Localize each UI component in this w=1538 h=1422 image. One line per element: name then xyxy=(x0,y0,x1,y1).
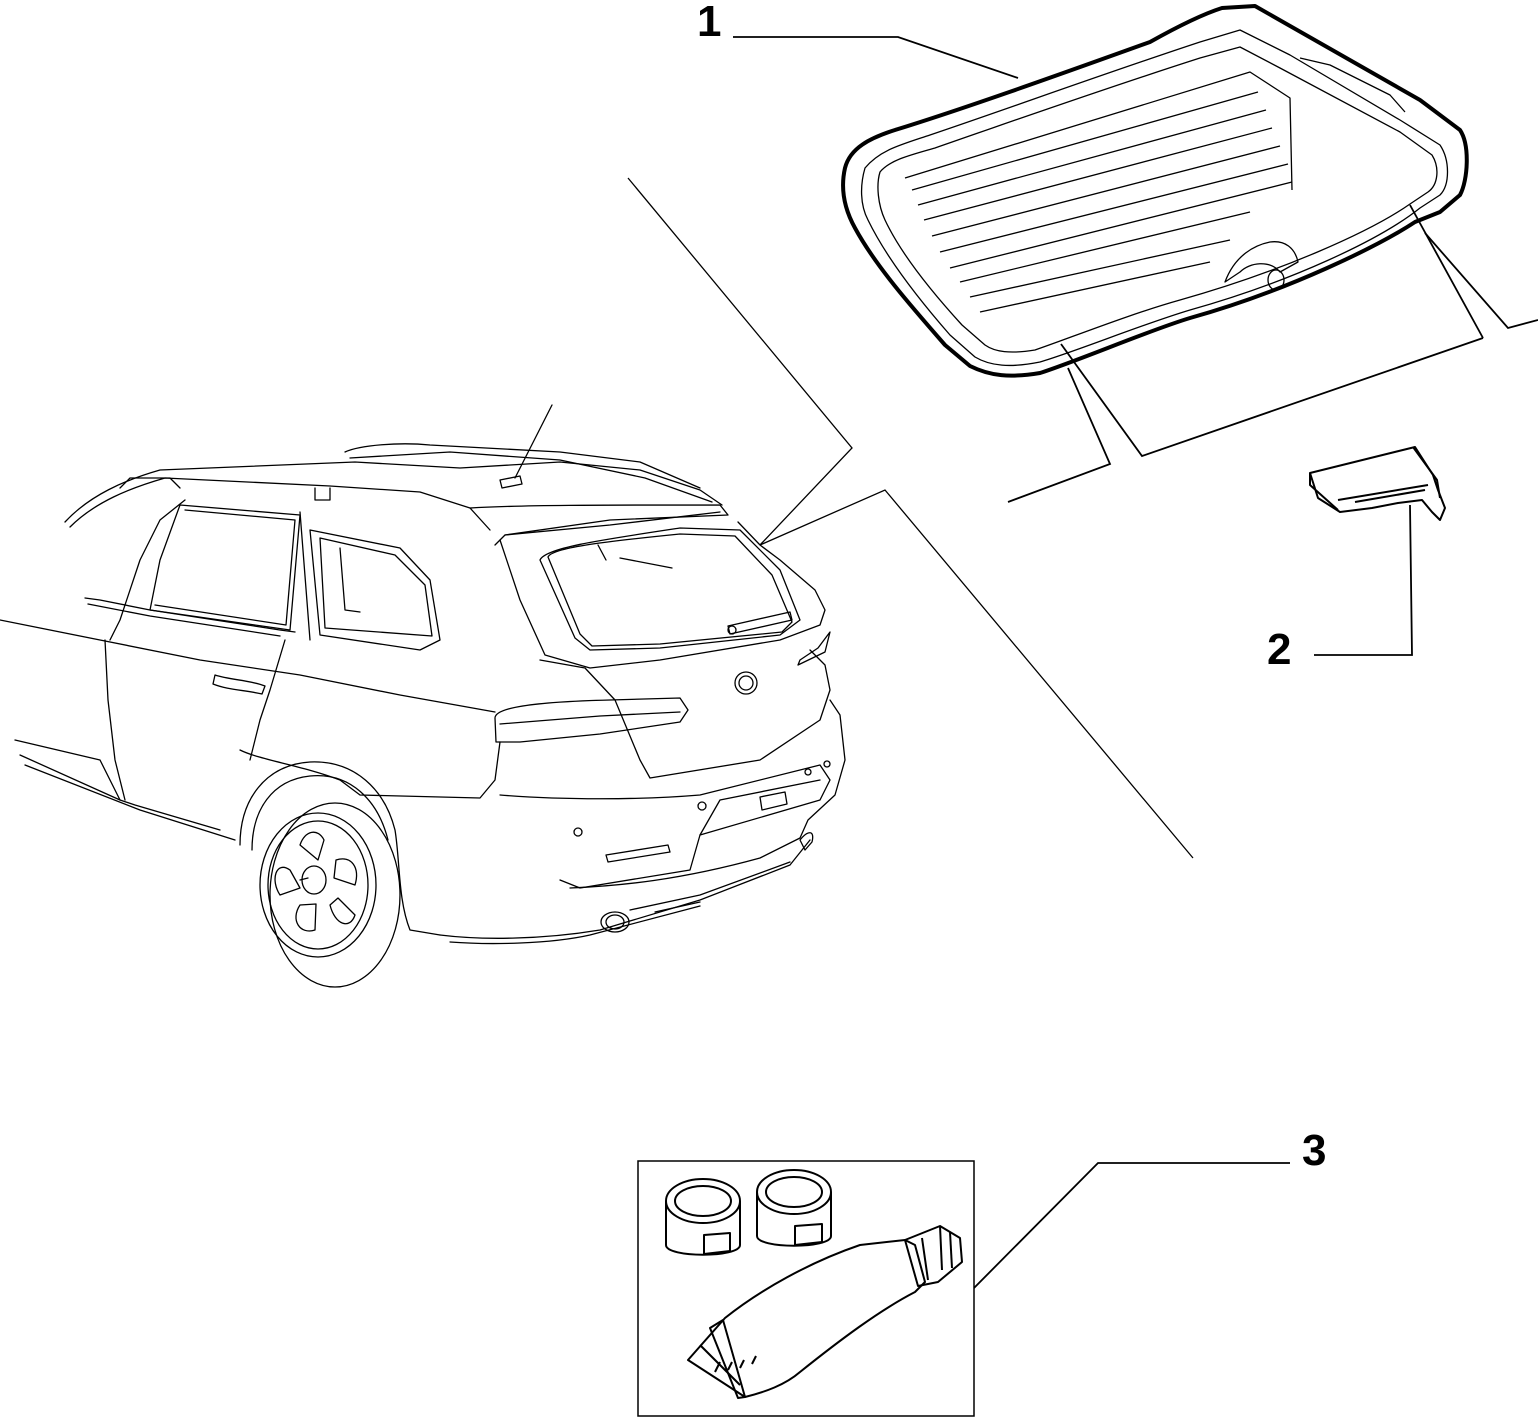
bracket-tab-icon xyxy=(1309,446,1446,521)
rear-window-glass-icon xyxy=(841,4,1469,378)
adhesive-kit-icon xyxy=(665,1169,963,1399)
part-1-number: 1 xyxy=(697,0,722,46)
explosion-lines xyxy=(627,177,1194,859)
part-3-leader xyxy=(973,1162,1290,1289)
part-2-leader xyxy=(1314,504,1413,656)
part-3-number: 3 xyxy=(1302,1126,1327,1175)
part-2-number: 2 xyxy=(1267,625,1292,674)
part-1-leader xyxy=(733,36,1538,503)
adhesive-kit-box xyxy=(637,1160,975,1417)
station-wagon-rear-view-icon xyxy=(0,404,846,988)
